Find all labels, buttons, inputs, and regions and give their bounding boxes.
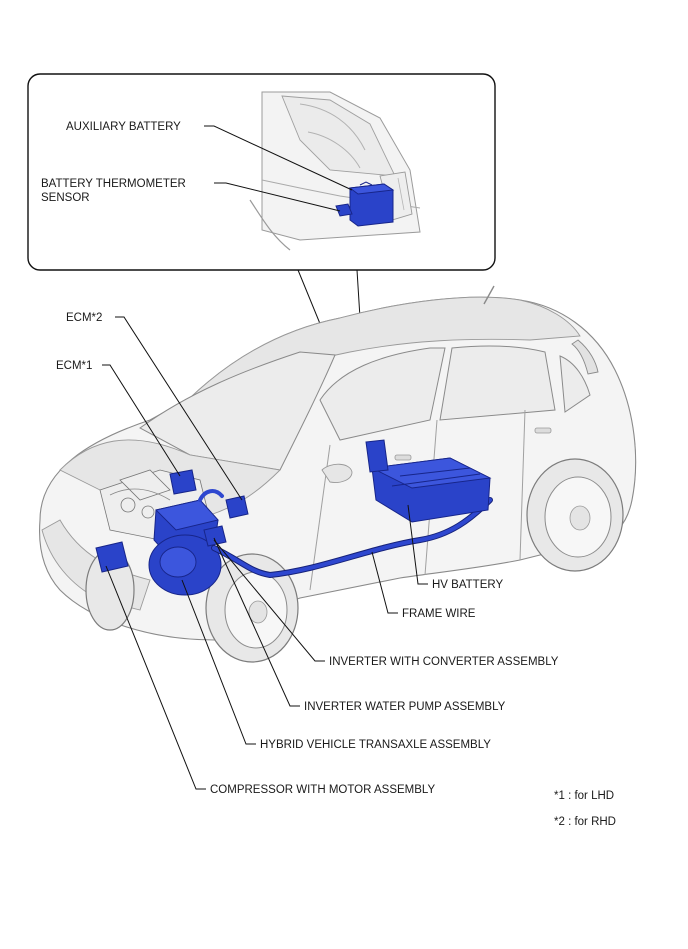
label-battery-thermometer-line1: BATTERY THERMOMETER <box>41 178 186 190</box>
label-inverter-with-converter: INVERTER WITH CONVERTER ASSEMBLY <box>329 656 559 668</box>
label-inverter-water-pump: INVERTER WATER PUMP ASSEMBLY <box>304 701 506 713</box>
auxiliary-battery-shape <box>348 181 395 227</box>
ecm-rhd-shape <box>169 469 197 495</box>
ecm-lhd-shape <box>225 495 249 519</box>
leader-ecm-lhd <box>102 364 181 477</box>
label-auxiliary-battery: AUXILIARY BATTERY <box>66 121 181 133</box>
label-battery-thermometer-line2: SENSOR <box>41 192 90 204</box>
note-rhd: *2 : for RHD <box>554 816 616 828</box>
label-ecm-rhd: ECM*2 <box>66 312 102 324</box>
compressor-shape <box>95 541 129 573</box>
label-frame-wire: FRAME WIRE <box>402 608 476 620</box>
leader-ecm-rhd <box>115 316 243 501</box>
label-hybrid-transaxle: HYBRID VEHICLE TRANSAXLE ASSEMBLY <box>260 739 491 751</box>
label-hv-battery: HV BATTERY <box>432 579 503 591</box>
leader-frame-wire <box>371 551 398 614</box>
leader-auxiliary-battery <box>204 125 353 191</box>
hv-battery-shape <box>365 439 492 523</box>
label-compressor-motor: COMPRESSOR WITH MOTOR ASSEMBLY <box>210 784 435 796</box>
transaxle-shape <box>148 534 222 596</box>
note-lhd: *1 : for LHD <box>554 790 614 802</box>
leader-inverter-water-pump <box>213 537 300 707</box>
rear-wheel <box>526 458 624 572</box>
frame-wire-shape <box>198 489 493 579</box>
leader-hv-battery <box>407 504 428 585</box>
leader-battery-thermometer <box>214 182 341 212</box>
leader-inverter-with-converter <box>213 539 325 662</box>
front-wheel <box>205 553 299 663</box>
vehicle-illustration <box>39 285 637 663</box>
label-ecm-lhd: ECM*1 <box>56 360 92 372</box>
inset-detail: AUXILIARY BATTERY BATTERY THERMOMETER SE… <box>27 73 496 271</box>
leader-compressor-motor <box>105 565 206 790</box>
leader-hybrid-transaxle <box>181 579 256 745</box>
battery-thermometer-sensor-shape <box>335 203 353 217</box>
water-pump-shape <box>203 525 227 547</box>
